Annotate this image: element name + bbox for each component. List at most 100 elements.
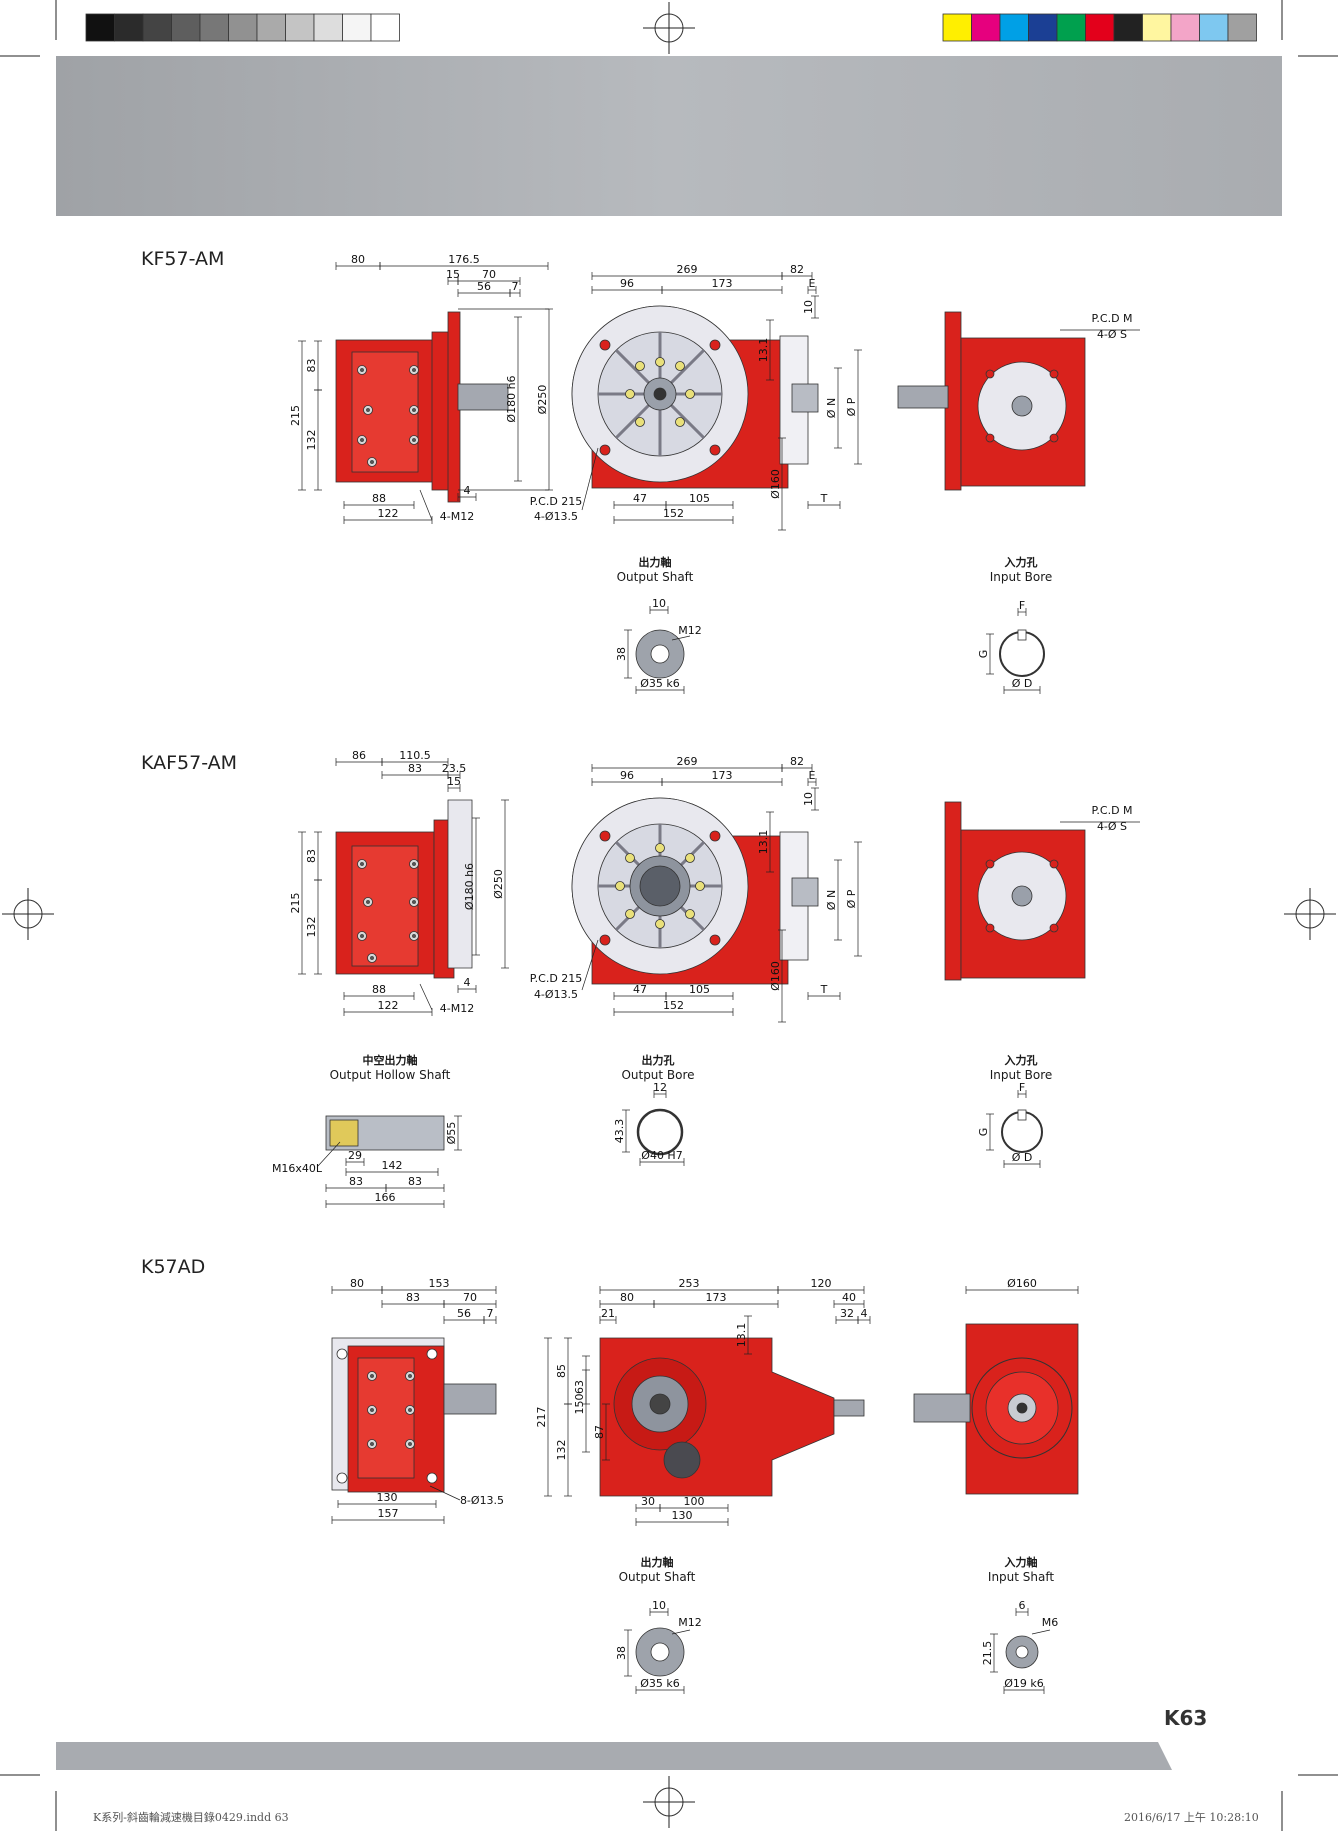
dimension-label: 29	[348, 1149, 362, 1162]
bolt-icon	[1049, 433, 1059, 443]
dimension-label: 4-Ø S	[1097, 820, 1127, 833]
dimension-label: 269	[677, 755, 698, 768]
dimension-line	[615, 349, 650, 384]
dimension-label: 10	[652, 597, 666, 610]
color-swatch	[1170, 13, 1200, 42]
dimension-label: 105	[689, 983, 710, 996]
bolt-icon	[985, 859, 995, 869]
dimension-label: 4	[464, 484, 471, 497]
dimension-label: Ø19 k6	[1004, 1677, 1044, 1690]
color-swatch	[1227, 13, 1257, 42]
dimension-label: 38	[615, 1646, 628, 1660]
dimension-label: 13.1	[735, 1323, 748, 1348]
bolt-icon	[635, 361, 645, 371]
dimension-label: 12	[653, 1081, 667, 1094]
dimension-label: 157	[378, 1507, 399, 1520]
color-swatch	[1056, 13, 1086, 42]
output-shaft-side	[443, 1383, 497, 1415]
bolt-hole-icon	[408, 1407, 413, 1412]
dimension-label: 122	[378, 999, 399, 1012]
section-title-kaf57am: KAF57-AM	[141, 752, 238, 774]
dimension-label: 173	[712, 277, 733, 290]
shaft-center-icon	[650, 1642, 670, 1662]
dimension-label: 110.5	[399, 749, 431, 762]
color-swatch	[1113, 13, 1143, 42]
dimension-label: 87	[593, 1425, 606, 1439]
bolt-icon	[635, 417, 645, 427]
dimension-label: Ø35 k6	[640, 677, 680, 690]
dimension-label: 83	[305, 849, 318, 863]
gearbox-side-panel	[357, 1357, 415, 1479]
gray-swatch	[228, 13, 258, 42]
detail-label-input-bore-1: 入力孔 Input Bore	[961, 556, 1081, 584]
dimension-line	[419, 489, 433, 521]
dimension-label: 122	[378, 507, 399, 520]
detail-cn: 入力孔	[1004, 556, 1038, 569]
dimension-label: 132	[305, 430, 318, 451]
dimension-label: 82	[790, 263, 804, 276]
dimension-label: 105	[689, 492, 710, 505]
bolt-icon	[675, 361, 685, 371]
dimension-label: 153	[429, 1277, 450, 1290]
input-shaft-front	[791, 877, 819, 907]
dimension-label: 85	[555, 1364, 568, 1378]
dimension-label: 142	[382, 1159, 403, 1172]
bolt-hole-icon	[412, 368, 417, 373]
dimension-label: Ø40 H7	[641, 1149, 682, 1162]
dimension-label: 10	[802, 300, 815, 314]
bolt-hole-icon	[408, 1373, 413, 1378]
dimension-label: 56	[457, 1307, 471, 1320]
dimension-label: 100	[684, 1495, 705, 1508]
hub-center-icon	[1016, 1402, 1028, 1414]
bolt-hole-icon	[412, 900, 417, 905]
bolt-icon	[985, 923, 995, 933]
dimension-label: Ø55	[445, 1122, 458, 1145]
detail-en: Output Bore	[621, 1068, 695, 1082]
hollow-bore-inner-icon	[639, 865, 681, 907]
gray-swatch	[285, 13, 315, 42]
dimension-label: Ø250	[536, 385, 549, 415]
input-hub-icon	[1011, 885, 1033, 907]
detail-en: Input Shaft	[987, 1570, 1055, 1584]
output-shaft-side	[457, 383, 509, 411]
bolt-icon	[1049, 369, 1059, 379]
dimension-label: 13.1	[757, 830, 770, 855]
dimension-label: G	[977, 1128, 990, 1137]
gray-swatch	[171, 13, 201, 42]
footer-file: K系列-斜齒輪減速機目錄0429.indd 63	[93, 1811, 289, 1824]
mount-hole-icon	[709, 830, 721, 842]
bolt-icon	[685, 389, 695, 399]
shaft-center-icon	[1015, 1645, 1029, 1659]
bolt-icon	[655, 843, 665, 853]
dimension-label: 120	[811, 1277, 832, 1290]
footer-timestamp: 2016/6/17 上午 10:28:10	[1124, 1811, 1259, 1824]
bolt-icon	[685, 909, 695, 919]
detail-cn: 入力孔	[1004, 1054, 1038, 1067]
dimension-label: 83	[349, 1175, 363, 1188]
dimension-label: 80	[350, 1277, 364, 1290]
dimension-label: 23.5	[442, 762, 467, 775]
dimension-label: 253	[679, 1277, 700, 1290]
dimension-label: Ø180 h6	[463, 863, 476, 910]
dimension-label: 217	[535, 1407, 548, 1428]
bolt-icon	[985, 433, 995, 443]
dimension-label: 152	[663, 999, 684, 1012]
keyway-icon	[1017, 1109, 1027, 1121]
mount-hole-icon	[709, 444, 721, 456]
mount-hole-icon	[599, 444, 611, 456]
dimension-label: 80	[620, 1291, 634, 1304]
dimension-label: 13.1	[757, 338, 770, 363]
hub-center-icon	[649, 1393, 671, 1415]
dimension-label: 96	[620, 277, 634, 290]
detail-cn: 出力軸	[640, 1556, 674, 1569]
gray-swatch	[199, 13, 229, 42]
bolt-hole-icon	[370, 460, 375, 465]
keyway-icon	[1017, 629, 1027, 641]
dimension-label: 88	[372, 983, 386, 996]
bolt-hole-icon	[370, 956, 375, 961]
dimension-label: 10	[652, 1599, 666, 1612]
dimension-label: Ø P	[845, 889, 858, 908]
mount-hole-icon	[599, 339, 611, 351]
